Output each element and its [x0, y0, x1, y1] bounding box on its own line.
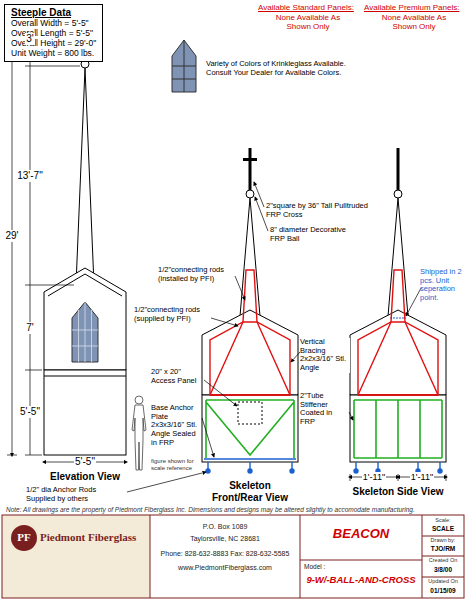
label: Skeleton Front/Rear View	[210, 480, 290, 503]
label: Elevation View	[50, 471, 120, 483]
label: Base Anchor Plate 2x3x3/16" Stl. Angle S…	[151, 404, 201, 447]
label: Vertical Bracing 2x2x3/16" Stl. Angle	[300, 338, 350, 373]
dimension-label: 5'-5"	[19, 406, 41, 418]
label: Taylorsville, NC 28681	[190, 535, 260, 543]
label: 8" diameter Decorative FRP Ball	[270, 226, 360, 243]
label: Available Standard Panels:	[258, 3, 362, 12]
label: SCALE	[432, 525, 454, 532]
dimension-label: 29'	[4, 230, 19, 242]
label: Phone: 828-632-8883 Fax: 828-632-5585	[161, 550, 290, 558]
label: 2"Tube Stiffener Coated in FRP	[300, 392, 348, 427]
label: TJO/RM	[431, 545, 456, 552]
box-line: Overall Height = 29'-0"	[11, 38, 96, 48]
label: PF	[17, 531, 30, 544]
label: Piedmont Fiberglass	[40, 531, 148, 544]
label: None Available As Shown Only	[273, 13, 343, 31]
dimension-label: 13'-7"	[16, 170, 43, 182]
dimension-label: 1'-11"	[410, 472, 434, 482]
dimension-label: 3'	[25, 33, 34, 45]
data-box: Steeple DataOverall Width = 5'-5"Overall…	[4, 4, 103, 62]
label: figure shown for scale reference	[151, 458, 197, 472]
label: 9-W/-BALL-AND-CROSS	[306, 575, 415, 586]
label: Available Premium Panels:	[364, 3, 464, 12]
label: Created On	[429, 557, 457, 563]
label: 20" x 20" Access Panel	[151, 368, 203, 385]
box-line: Unit Weight = 800 lbs.	[11, 48, 96, 58]
dimension-label: 7'	[25, 322, 34, 334]
label: Updated On	[428, 578, 458, 584]
label: Drawn by:	[431, 537, 456, 543]
label: Scale:	[435, 517, 450, 523]
box-line: Overall Width = 5'-5"	[11, 18, 96, 28]
label: 2"square by 36" Tall Pulltruded FRP Cros…	[266, 202, 376, 219]
label: Model :	[304, 563, 325, 570]
dimension-label: 1'-11"	[362, 472, 386, 482]
dimension-label: 3/8/00	[434, 566, 452, 573]
label: 1/2"connecting rods (supplied by PFI)	[134, 306, 210, 323]
label: Shipped in 2 pcs. Unit seperation point.	[420, 268, 464, 303]
label: BEACON	[333, 527, 389, 542]
label: 1/2"connecting rods (installed by PFI)	[158, 266, 234, 283]
label: Variety of Colors of Krinkleglass Availa…	[206, 60, 356, 77]
label: www.PiedmontFiberglass.com	[178, 564, 272, 572]
label: Note: All drawings are the property of P…	[6, 506, 460, 513]
box-heading: Steeple Data	[11, 7, 96, 18]
box-line: Overall Length = 5'-5"	[11, 28, 96, 38]
label: Skeleton Side View	[353, 486, 444, 498]
label: P.O. Box 1089	[203, 523, 248, 531]
label: 01/15/09	[430, 587, 455, 594]
label: 1/2" dia Anchor Rods Supplied by others	[26, 486, 126, 503]
label: None Available As Shown Only	[379, 13, 449, 31]
dimension-label: 5'-5"	[74, 456, 96, 468]
